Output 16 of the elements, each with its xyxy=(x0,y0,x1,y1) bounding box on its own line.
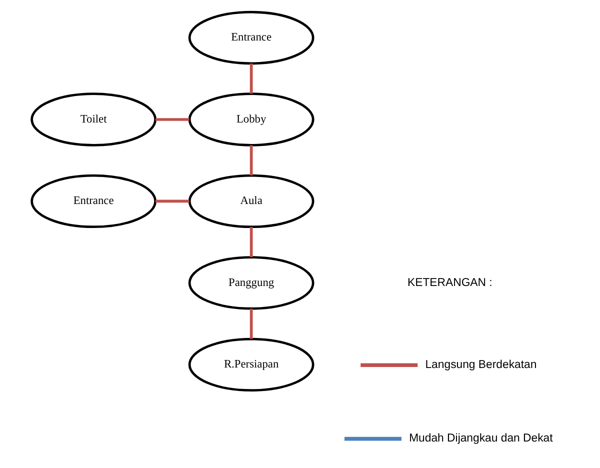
node-ellipse: Entrance xyxy=(30,174,156,228)
node-ellipse: Lobby xyxy=(188,92,314,146)
node-ellipse: R.Persiapan xyxy=(188,338,314,392)
connector xyxy=(155,118,189,121)
connector xyxy=(249,64,252,94)
label: KETERANGAN : xyxy=(407,276,492,289)
node-ellipse: Entrance xyxy=(188,10,314,65)
legend-label: Mudah Dijangkau dan Dekat xyxy=(408,432,552,445)
connector xyxy=(155,200,189,203)
legend-label: Langsung Berdekatan xyxy=(424,359,536,372)
node-ellipse: Toilet xyxy=(30,92,156,146)
connector xyxy=(249,308,252,339)
connector xyxy=(249,145,252,176)
node-ellipse: Panggung xyxy=(188,256,314,310)
connector xyxy=(249,226,252,258)
node-ellipse: Aula xyxy=(188,174,314,228)
